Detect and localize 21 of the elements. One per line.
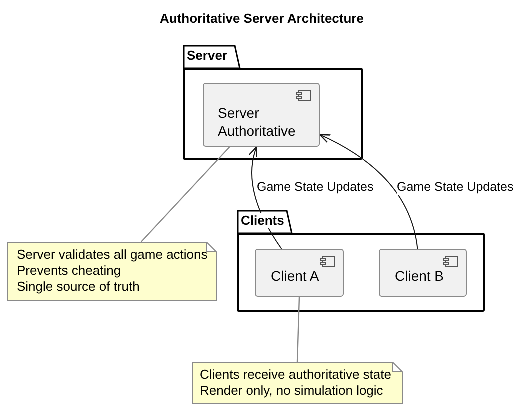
note-text: Render only, no simulation logic — [200, 383, 384, 399]
note-text: Prevents cheating — [17, 263, 122, 279]
arrow — [319, 134, 418, 250]
package-label: Server — [187, 48, 228, 63]
leader-line — [140, 146, 230, 242]
diagram-title: Authoritative Server Architecture — [159, 11, 365, 26]
note-text: Server validates all game actions — [17, 247, 208, 263]
note-box — [192, 362, 403, 404]
component-label: Client A — [271, 267, 320, 285]
component-label: Server Authoritative — [218, 104, 297, 140]
note-text: Single source of truth — [17, 279, 141, 295]
edge-label: Game State Updates — [257, 180, 374, 195]
note-box — [7, 242, 217, 301]
component-box — [379, 249, 467, 297]
edge-label: Game State Updates — [397, 180, 514, 195]
note-text: Clients receive authoritative state — [200, 367, 392, 383]
leader-line — [296, 296, 300, 362]
component-box — [255, 249, 344, 297]
component-label: Client B — [395, 267, 446, 285]
component-box — [203, 83, 320, 147]
package-label: Clients — [241, 213, 284, 228]
